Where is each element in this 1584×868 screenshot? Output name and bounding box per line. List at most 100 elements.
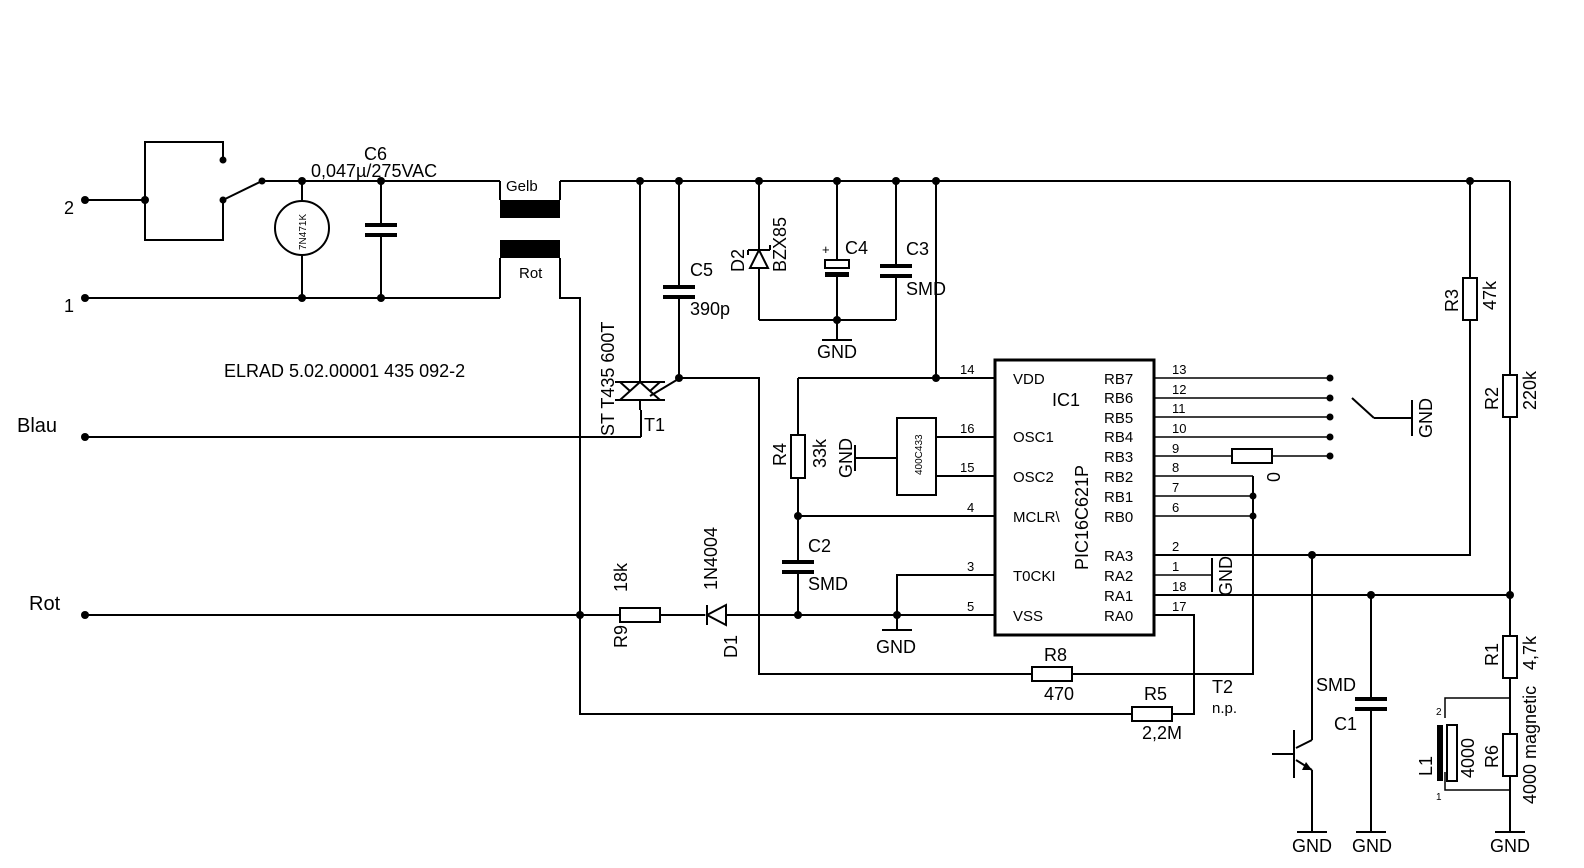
gnd-ra2-label: GND	[1216, 556, 1236, 596]
resistor-r4: R4 33k	[770, 378, 995, 560]
coil-gelb	[500, 200, 560, 218]
ic-pin-rb6: RB6	[1104, 390, 1133, 407]
c4-name: C4	[845, 238, 868, 258]
ic-pinnum-5: 5	[967, 599, 974, 614]
capacitor-c4: + C4 GND	[817, 177, 868, 362]
ic-pin-ra2: RA2	[1104, 568, 1133, 585]
t2-name: T2	[1212, 677, 1233, 697]
capacitor-c5: C5 390p	[663, 177, 1032, 675]
gnd-t2-label: GND	[1292, 836, 1332, 856]
ic-pinnum-17: 17	[1172, 599, 1186, 614]
c6-plate-bottom	[365, 233, 397, 237]
r2-value: 220k	[1520, 370, 1540, 410]
varistor-value: 7N471K	[298, 214, 309, 250]
ic1-part: PIC16C621P	[1072, 465, 1092, 570]
resistor-r1	[1502, 635, 1518, 679]
coil-rot	[500, 240, 560, 258]
ic-pinnum-10: 10	[1172, 421, 1186, 436]
c1-value: SMD	[1316, 675, 1356, 695]
gnd-switch-label: GND	[1416, 398, 1436, 438]
ic1-body	[993, 358, 1156, 637]
ic-pinnum-16: 16	[960, 421, 974, 436]
input-section: 2 1 7N471K C6 0,047µ/275VAC	[17, 141, 1132, 715]
d1-value: 1N4004	[701, 527, 721, 590]
ic-pinnum-6: 6	[1172, 500, 1179, 515]
ic-pinnum-2: 2	[1172, 539, 1179, 554]
diode-d1: 1N4004 D1	[701, 527, 995, 658]
ic-pin-rb0: RB0	[1104, 509, 1133, 526]
r9-name: R9	[611, 625, 631, 648]
l1-value: 4000	[1458, 738, 1478, 778]
l1-pin2: 2	[1436, 707, 1442, 718]
r5-name: R5	[1144, 684, 1167, 704]
inductor-l1: 2 1 L1 4000	[1416, 697, 1510, 803]
triac-t1: T1 ST T435 600T	[598, 177, 681, 436]
ic-pinnum-4: 4	[967, 500, 974, 515]
t1-name: T1	[644, 415, 665, 435]
rb-port-wires: 0	[1072, 374, 1334, 675]
transistor-t2: GND	[1272, 555, 1332, 856]
terminal-1-label: 1	[64, 296, 74, 316]
switch-blade	[222, 180, 263, 201]
ic-pinnum-7: 7	[1172, 480, 1179, 495]
gnd-vss-label: GND	[876, 637, 916, 657]
zener-d2: D2 BZX85	[728, 177, 896, 321]
diagram-title: ELRAD 5.02.00001 435 092-2	[224, 361, 465, 381]
ic-pinnum-11: 11	[1172, 401, 1186, 416]
d1-name: D1	[721, 635, 741, 658]
crystal-value: 400C433	[914, 434, 925, 475]
t1-type: ST T435 600T	[598, 322, 618, 436]
gnd-c4-label: GND	[817, 342, 857, 362]
ic-pinnum-3: 3	[967, 559, 974, 574]
resistor-r9: 18k R9	[611, 562, 705, 648]
resistor-r6	[1502, 733, 1518, 777]
r8-name: R8	[1044, 645, 1067, 665]
ic-pin-ra3: RA3	[1104, 548, 1133, 565]
c4-plus: +	[822, 242, 830, 257]
c5-name: C5	[690, 260, 713, 280]
ic-pin-rb1: RB1	[1104, 489, 1133, 506]
ic-pin-rb2: RB2	[1104, 469, 1133, 486]
c6-value: 0,047µ/275VAC	[311, 161, 437, 181]
ic-pinnum-13: 13	[1172, 362, 1186, 377]
ic-pinnum-1: 1	[1172, 559, 1179, 574]
ic1-name: IC1	[1052, 390, 1080, 410]
gnd-c1-label: GND	[1352, 836, 1392, 856]
r1-value: 4,7k	[1520, 635, 1540, 670]
ic-pin-t0cki: T0CKI	[1013, 568, 1056, 585]
ic-pin-ra1: RA1	[1104, 588, 1133, 605]
r6-name: R6	[1482, 745, 1502, 768]
r6-value: 4000 magnetic	[1520, 686, 1540, 804]
c3-name: C3	[906, 239, 929, 259]
ic-pin-mclr: MCLR\	[1013, 509, 1061, 526]
ic-pin-vdd: VDD	[1013, 371, 1045, 388]
crystal: 400C433 GND	[836, 417, 995, 496]
resistor-r8: R8 470	[1031, 645, 1074, 704]
ic-pin-ra0: RA0	[1104, 608, 1133, 625]
l1-name: L1	[1416, 756, 1436, 776]
coil-gelb-label: Gelb	[506, 178, 538, 195]
ic-pin-rb5: RB5	[1104, 410, 1133, 427]
resistor-r3: R3 47k	[1442, 177, 1500, 321]
c2-value: SMD	[808, 574, 848, 594]
ic-pinnum-18: 18	[1172, 579, 1186, 594]
c5-value: 390p	[690, 299, 730, 319]
switch-wire	[144, 141, 224, 200]
c1-name: C1	[1334, 714, 1357, 734]
ic-pin-osc2: OSC2	[1013, 469, 1054, 486]
c3-value: SMD	[906, 279, 946, 299]
ic-pinnum-14: 14	[960, 362, 974, 377]
resistor-chain: R2 220k R1 4,7k R6 4000 magnetic GND	[1482, 181, 1540, 856]
capacitor-c2: C2 SMD	[782, 536, 848, 619]
r0-value: 0	[1264, 472, 1284, 482]
r4-name: R4	[770, 443, 790, 466]
ic1: IC1 PIC16C621P VDD 14 OSC1 16 OSC2 15 MC…	[960, 358, 1186, 637]
resistor-r5: R5 2,2M	[1131, 614, 1195, 743]
c6-name: C6	[364, 144, 387, 164]
c6-plate-top	[365, 223, 397, 227]
r8-value: 470	[1044, 684, 1074, 704]
r3-value: 47k	[1480, 280, 1500, 310]
terminal-blau-label: Blau	[17, 415, 57, 437]
ic-pin-rb4: RB4	[1104, 429, 1133, 446]
